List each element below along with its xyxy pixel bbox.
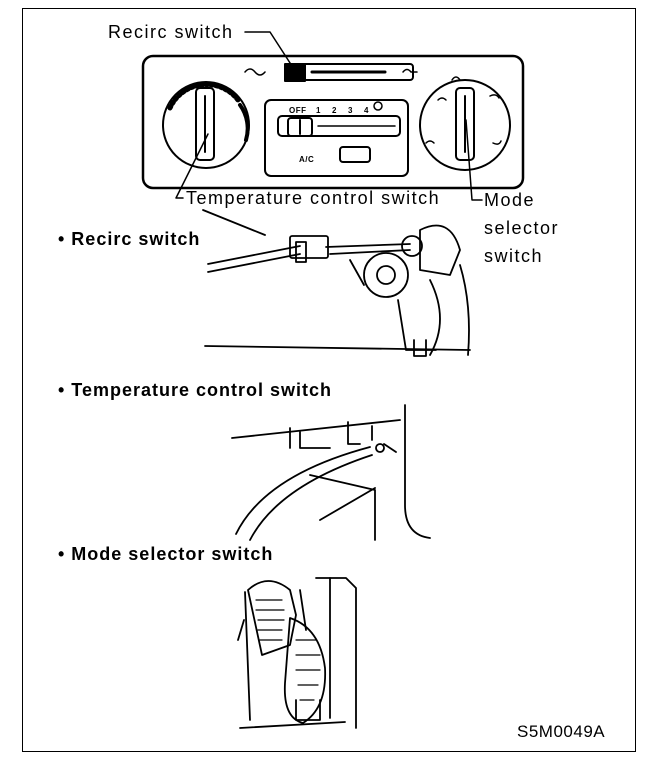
heater-control-panel [141,54,525,190]
section-heading-mode: • Mode selector switch [58,544,274,564]
fan-speed-block [264,99,409,177]
temperature-leader [175,133,209,199]
mode-leader [465,119,483,201]
recirc-slot [244,63,418,82]
recirc-leader [244,31,293,67]
leader-lines [175,31,483,201]
fan-scale-1: 1 [316,106,321,115]
temperature-knob [162,81,250,169]
figure-frame [22,8,636,752]
temperature-switch-detail [231,404,431,541]
mode-selector-callout-line-3: switch [484,246,544,266]
mode-selector-callout-line-2: selector [484,218,560,238]
fan-scale-4: 4 [364,106,369,115]
figure-code: S5M0049A [517,722,606,741]
ac-label: A/C [299,155,315,164]
fan-scale-off: OFF [289,106,307,115]
recirc-switch-callout: Recirc switch [108,22,234,42]
mode-selector-detail [237,577,357,729]
mode-selector-knob [419,76,511,171]
recirc-switch-detail [202,209,471,357]
section-heading-temperature: • Temperature control switch [58,380,333,400]
fan-scale-3: 3 [348,106,353,115]
fan-scale-2: 2 [332,106,337,115]
mode-selector-callout-line-1: Mode [484,190,536,210]
temperature-control-callout: Temperature control switch [186,188,441,208]
section-heading-recirc: • Recirc switch [58,229,201,249]
